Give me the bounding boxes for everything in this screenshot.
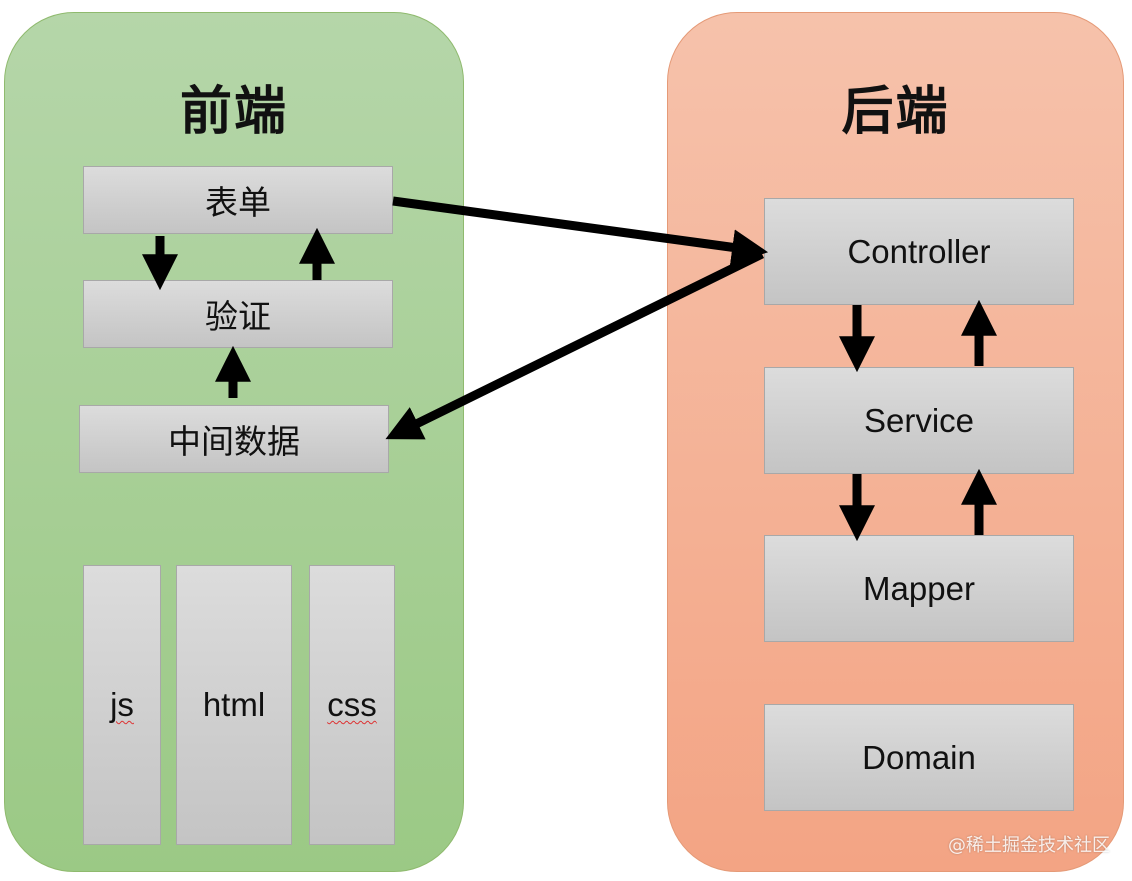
controller-box: Controller (764, 198, 1074, 305)
html-box: html (176, 565, 292, 845)
service-box: Service (764, 367, 1074, 474)
css-box: css (309, 565, 395, 845)
css-box-label: css (327, 686, 377, 723)
mapper-box-label: Mapper (863, 569, 975, 607)
mapper-box: Mapper (764, 535, 1074, 642)
validation-box: 验证 (83, 280, 393, 348)
controller-box-label: Controller (847, 232, 991, 270)
watermark: @稀土掘金技术社区 (948, 835, 1110, 856)
domain-box-label: Domain (862, 738, 976, 776)
js-box-label: js (110, 686, 134, 723)
validation-box-label: 验证 (205, 297, 271, 336)
html-box-label: html (202, 686, 266, 723)
intermediate-data-box-label: 中间数据 (168, 422, 300, 461)
domain-box: Domain (764, 704, 1074, 811)
js-box: js (83, 565, 161, 845)
form-box: 表单 (83, 166, 393, 234)
service-box-label: Service (863, 401, 975, 439)
intermediate-data-box: 中间数据 (79, 405, 389, 473)
backend-title: 后端 (841, 82, 950, 142)
frontend-title: 前端 (179, 82, 288, 142)
form-box-label: 表单 (205, 183, 271, 222)
